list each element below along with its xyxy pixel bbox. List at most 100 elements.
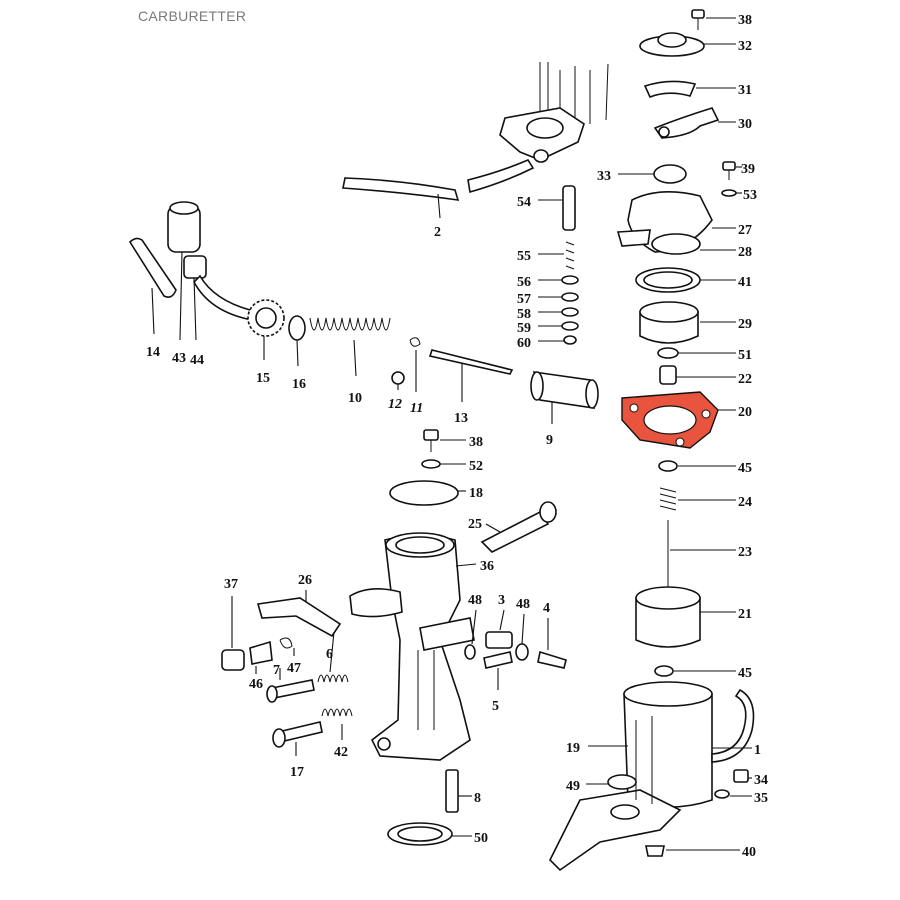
callout-49: 49 (566, 779, 608, 794)
svg-text:53: 53 (743, 188, 757, 203)
float-29 (639, 301, 699, 344)
svg-text:48: 48 (468, 593, 482, 608)
callout-19: 19 (566, 741, 628, 756)
svg-text:30: 30 (738, 117, 752, 132)
svg-text:7: 7 (273, 663, 280, 678)
callout-4: 4 (543, 601, 550, 650)
svg-text:22: 22 (738, 372, 752, 387)
svg-text:17: 17 (290, 765, 304, 780)
callout-58: 58 (517, 307, 562, 322)
callout-44: 44 (190, 277, 204, 368)
callout-45-lower: 45 (674, 666, 752, 681)
callouts-group: 38 32 31 30 33 39 53 54 27 28 2 55 56 41… (146, 13, 768, 860)
clip-11-12 (391, 337, 421, 385)
jet-stack-54-60 (561, 185, 579, 345)
screw-39-washer-53 (721, 161, 737, 197)
screw-40 (645, 845, 665, 857)
svg-text:9: 9 (546, 433, 553, 448)
svg-text:14: 14 (146, 345, 160, 360)
callout-33: 33 (597, 169, 654, 184)
lever-30 (653, 107, 720, 139)
svg-text:42: 42 (334, 745, 348, 760)
svg-text:38: 38 (469, 435, 483, 450)
svg-text:55: 55 (517, 249, 531, 264)
page-title: CARBURETTER (138, 8, 247, 24)
gasket-41 (635, 267, 701, 293)
svg-text:4: 4 (543, 601, 550, 616)
svg-text:10: 10 (348, 391, 362, 406)
callout-47: 47 (287, 648, 301, 676)
svg-text:39: 39 (741, 162, 755, 177)
lever-26 (256, 597, 342, 638)
callout-60: 60 (517, 336, 564, 351)
screw-7 (266, 679, 315, 703)
svg-text:59: 59 (517, 321, 531, 336)
callout-54: 54 (517, 195, 562, 210)
callout-16: 16 (292, 339, 306, 392)
svg-text:8: 8 (474, 791, 481, 806)
callout-34: 34 (748, 773, 768, 788)
callout-27: 27 (712, 223, 752, 238)
svg-text:43: 43 (172, 351, 186, 366)
callout-23: 23 (670, 545, 752, 560)
svg-text:33: 33 (597, 169, 611, 184)
callout-20: 20 (718, 405, 752, 420)
callout-21: 21 (700, 607, 752, 622)
callout-32: 32 (704, 39, 752, 54)
callout-51: 51 (678, 348, 752, 363)
callout-38-lower: 38 (440, 435, 483, 450)
callout-15: 15 (256, 336, 270, 386)
spring-plate-31 (643, 80, 697, 99)
washer-16 (288, 315, 306, 341)
callout-48-left: 48 (468, 593, 482, 645)
svg-text:3: 3 (498, 593, 505, 608)
callout-42: 42 (334, 724, 348, 760)
callout-59: 59 (517, 321, 562, 336)
callout-46: 46 (249, 666, 263, 692)
svg-text:13: 13 (454, 411, 468, 426)
fuel-pipe-1 (711, 688, 755, 763)
svg-text:44: 44 (190, 353, 204, 368)
callout-52: 52 (440, 459, 483, 474)
svg-text:25: 25 (468, 517, 482, 532)
svg-text:51: 51 (738, 348, 752, 363)
callout-6: 6 (326, 631, 335, 673)
svg-text:45: 45 (738, 461, 752, 476)
svg-text:49: 49 (566, 779, 580, 794)
cap-33 (653, 164, 687, 184)
callout-37: 37 (224, 577, 238, 648)
callout-10: 10 (348, 339, 362, 406)
callout-57: 57 (517, 292, 562, 307)
svg-text:34: 34 (754, 773, 768, 788)
svg-text:31: 31 (738, 83, 752, 98)
callout-39: 39 (736, 162, 755, 177)
callout-25: 25 (468, 517, 501, 533)
svg-text:5: 5 (492, 699, 499, 714)
jet-3-washer-48-screw-5 (464, 631, 529, 669)
svg-text:26: 26 (298, 573, 312, 588)
spring-6 (317, 674, 349, 683)
svg-text:20: 20 (738, 405, 752, 420)
svg-text:21: 21 (738, 607, 752, 622)
svg-text:23: 23 (738, 545, 752, 560)
callout-9: 9 (546, 402, 553, 448)
carburetor-body-36 (349, 532, 475, 761)
callout-3: 3 (498, 593, 505, 631)
washer-45-upper (658, 460, 678, 472)
svg-text:35: 35 (754, 791, 768, 806)
callout-2: 2 (434, 193, 441, 240)
callout-7: 7 (273, 663, 281, 680)
svg-text:52: 52 (469, 459, 483, 474)
gasket-20-highlighted (621, 391, 719, 449)
washer-51 (657, 347, 679, 359)
callout-1: 1 (712, 743, 761, 758)
callout-26: 26 (298, 573, 312, 602)
cap-32 (639, 32, 705, 57)
parts-group (128, 9, 755, 872)
bolt-34-washer-35 (714, 769, 749, 799)
cable-15 (193, 274, 285, 337)
callout-17: 17 (290, 742, 304, 780)
callout-5: 5 (492, 668, 499, 714)
svg-text:45: 45 (738, 666, 752, 681)
callout-45-upper: 45 (678, 461, 752, 476)
